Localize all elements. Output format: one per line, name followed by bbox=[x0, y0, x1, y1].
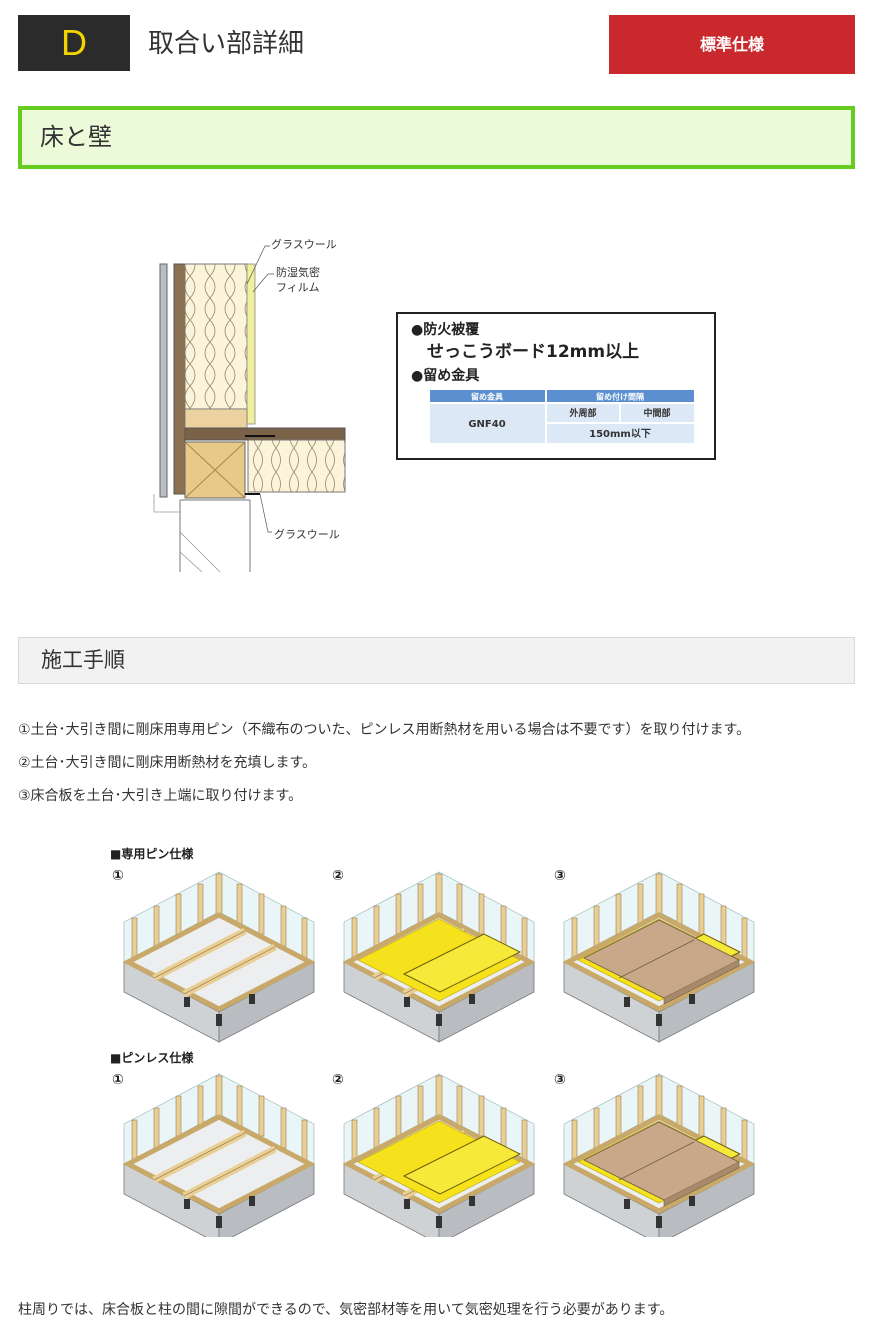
floor-wall-section-diagram: グラスウール 防湿気密 フィルム グラスウール bbox=[153, 237, 346, 572]
section-title-procedure: 施工手順 bbox=[18, 637, 855, 684]
row1-step3-drawing bbox=[564, 872, 754, 1042]
label-vapor-film-line1: 防湿気密 bbox=[276, 265, 320, 279]
page-title: 取合い部詳細 bbox=[148, 29, 305, 59]
row2-step-number-3: ③ bbox=[554, 1072, 566, 1088]
standard-spec-badge: 標準仕様 bbox=[609, 15, 855, 74]
fire-protection-value: せっこうボード12mm以上 bbox=[427, 342, 639, 362]
row1-step-number-2: ② bbox=[332, 868, 344, 884]
fire-protection-heading: ●防火被覆 bbox=[411, 321, 480, 338]
label-glasswool-top: グラスウール bbox=[271, 237, 337, 251]
row2-step2-drawing bbox=[344, 1074, 534, 1237]
section-title-floor-wall: 床と壁 bbox=[18, 106, 855, 169]
label-vapor-film-line2: フィルム bbox=[276, 281, 320, 294]
table-cell-outer bbox=[547, 404, 619, 422]
table-header-spacing-label: 留め付け間隔 bbox=[596, 392, 644, 402]
label-dedicated-pin-spec: ■専用ピン仕様 bbox=[110, 846, 194, 861]
table-header-fastener-label: 留め金具 bbox=[471, 392, 503, 402]
construction-steps-illustration: ■専用ピン仕様 ① ② ③ ■ピンレス仕様 ① ② ③ bbox=[110, 846, 770, 1237]
procedure-step-1: ①土台･大引き間に剛床用専用ピン（不織布のついた、ピンレス用断熱材を用いる場合は… bbox=[18, 722, 751, 738]
row2-step-number-2: ② bbox=[332, 1072, 344, 1088]
row1-step2-drawing bbox=[344, 872, 534, 1042]
label-pinless-spec: ■ピンレス仕様 bbox=[110, 1050, 194, 1065]
airtight-note: 柱周りでは、床合板と柱の間に隙間ができるので、気密部材等を用いて気密処理を行う必… bbox=[18, 1302, 674, 1318]
fastener-heading: ●留め金具 bbox=[411, 367, 479, 384]
table-fastener-value: GNF40 bbox=[468, 419, 505, 430]
row2-step1-drawing bbox=[124, 1074, 314, 1237]
table-cell-middle bbox=[621, 404, 694, 422]
table-spacing-value: 150mm以下 bbox=[589, 428, 651, 440]
table-sub-outer: 外周部 bbox=[568, 407, 596, 419]
row1-step1-drawing bbox=[124, 872, 314, 1042]
table-cell-spacing bbox=[547, 424, 694, 443]
row2-step3-drawing bbox=[564, 1074, 754, 1237]
row1-step-number-3: ③ bbox=[554, 868, 566, 884]
row2-step-number-1: ① bbox=[112, 1072, 124, 1088]
procedure-step-2: ②土台･大引き間に剛床用断熱材を充填します。 bbox=[18, 755, 317, 771]
table-sub-middle: 中間部 bbox=[643, 407, 670, 419]
page-header: D 取合い部詳細 標準仕様 bbox=[18, 15, 855, 75]
procedure-steps: ①土台･大引き間に剛床用専用ピン（不織布のついた、ピンレス用断熱材を用いる場合は… bbox=[18, 718, 858, 817]
table-cell-fastener bbox=[430, 404, 545, 443]
section-letter-badge: D bbox=[18, 15, 130, 71]
table-header-spacing bbox=[547, 390, 694, 402]
procedure-step-3: ③床合板を土台･大引き上端に取り付けます。 bbox=[18, 788, 303, 804]
fire-protection-spec-box: ●防火被覆 せっこうボード12mm以上 ●留め金具 留め金具 留め付け間隔 外周… bbox=[396, 312, 716, 460]
label-glasswool-bottom: グラスウール bbox=[274, 527, 340, 541]
table-header-fastener bbox=[430, 390, 545, 402]
row1-step-number-1: ① bbox=[112, 868, 124, 884]
